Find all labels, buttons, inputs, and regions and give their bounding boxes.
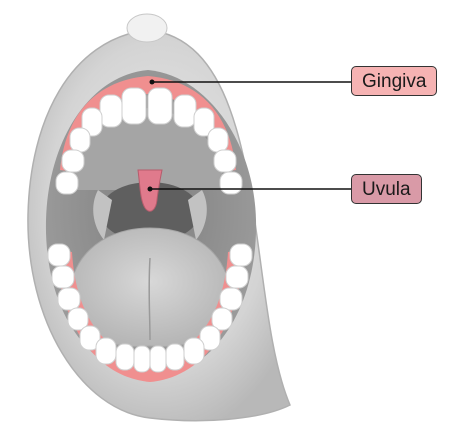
uvula-leader-dot xyxy=(148,187,153,192)
uvula-label: Uvula xyxy=(351,174,422,204)
gingiva-leader-dot xyxy=(150,80,155,85)
philtrum xyxy=(127,14,167,42)
gingiva-label: Gingiva xyxy=(351,66,437,96)
tongue-midline xyxy=(149,258,150,340)
